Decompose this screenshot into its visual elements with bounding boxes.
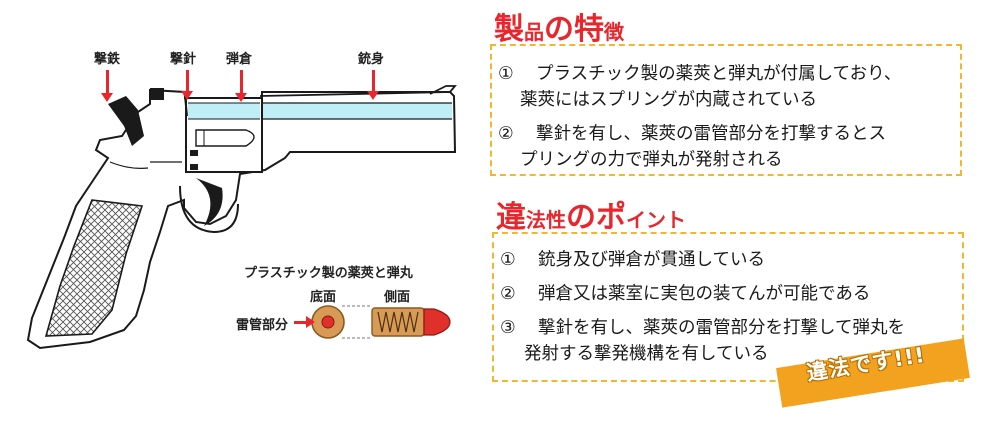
cartridge-spring [377, 311, 419, 333]
trigger-guard [179, 185, 239, 234]
label-cylinder: 弾倉 [226, 52, 253, 67]
barrel-arrow [367, 70, 379, 100]
label-firing-pin: 撃針 [170, 52, 197, 67]
cylinder-cartridge [195, 129, 255, 147]
cylinder-arrow [235, 70, 247, 102]
grip-panel [44, 199, 144, 337]
illegal-heading-char3: の [566, 200, 596, 235]
illegal-heading-char4: ポ [596, 200, 626, 235]
features-heading-char2: 品 [524, 20, 544, 44]
feature-item-1-line1: プラスチック製の薬莢と弾丸が付属しており、 [536, 64, 902, 84]
feature-item-2-line2: プリングの力で弾丸が発射される [520, 150, 783, 170]
illegal-item-3-line1: 撃針を有し、薬莢の雷管部分を打撃して弾丸を [538, 318, 905, 338]
illegal-item-2: ② 弾倉又は薬室に実包の装てんが可能である [500, 282, 870, 306]
feature-item-2: ② 撃針を有し、薬莢の雷管部分を打撃するとス [498, 122, 886, 146]
features-heading-char4: 特 [574, 12, 604, 47]
features-heading: 製品の特徴 [494, 4, 624, 48]
primer-arrow-head [306, 316, 315, 328]
label-primer: 雷管部分 [236, 318, 289, 333]
illegal-item-3-cont: 発射する撃発機構を有している [524, 342, 768, 366]
feature-item-1-number: ① [498, 64, 514, 84]
features-heading-char3: の [544, 12, 574, 47]
illegal-item-2-text: 弾倉又は薬室に実包の装てんが可能である [538, 284, 871, 304]
illegal-item-1-text: 銃身及び弾倉が貫通している [538, 250, 765, 270]
feature-item-2-number: ② [498, 124, 514, 144]
feature-item-2-cont: プリングの力で弾丸が発射される [520, 148, 783, 172]
firing-pin-arrow [181, 70, 193, 100]
feature-item-1-line2: 薬莢にはスプリングが内蔵されている [520, 90, 817, 110]
feature-item-1: ① プラスチック製の薬莢と弾丸が付属しており、 [498, 62, 901, 86]
label-hammer: 撃鉄 [94, 52, 121, 67]
barrel-rib [259, 85, 457, 97]
hammer-arrow [101, 70, 113, 102]
trigger [196, 178, 223, 226]
illegal-item-3-number: ③ [500, 318, 516, 338]
cartridge-title: プラスチック製の薬莢と弾丸 [244, 266, 413, 281]
illegal-item-1: ① 銃身及び弾倉が貫通している [500, 248, 765, 272]
revolver-diagram: 撃鉄 撃針 弾倉 銃身 プラスチック製の薬莢と弾丸 底面 側面 雷管部分 [0, 0, 480, 421]
illegal-heading-char1: 違 [496, 200, 526, 235]
label-barrel: 銃身 [358, 52, 385, 67]
illegal-item-2-number: ② [500, 284, 516, 304]
hammer [108, 96, 144, 146]
illegal-heading-char2: 法性 [526, 208, 566, 232]
illegal-item-3: ③ 撃針を有し、薬莢の雷管部分を打撃して弾丸を [500, 316, 905, 340]
illegal-item-3-line2: 発射する撃発機構を有している [524, 344, 769, 364]
cartridge-bullet [423, 308, 451, 336]
label-bottom: 底面 [310, 290, 337, 305]
illegal-heading-char5: イント [626, 208, 686, 232]
feature-item-1-cont: 薬莢にはスプリングが内蔵されている [520, 88, 817, 112]
primer-arrow [294, 321, 308, 324]
illegal-heading: 違法性のポイント [496, 192, 686, 236]
firing-pin [150, 88, 164, 100]
features-heading-char5: 徴 [604, 20, 624, 44]
features-box [490, 44, 962, 176]
illegal-item-1-number: ① [500, 250, 516, 270]
feature-item-2-line1: 撃針を有し、薬莢の雷管部分を打撃するとス [536, 124, 886, 144]
label-side: 側面 [384, 290, 411, 305]
revolver-frame [26, 88, 457, 350]
features-heading-char1: 製 [494, 12, 524, 47]
revolver-illustration [26, 85, 457, 350]
